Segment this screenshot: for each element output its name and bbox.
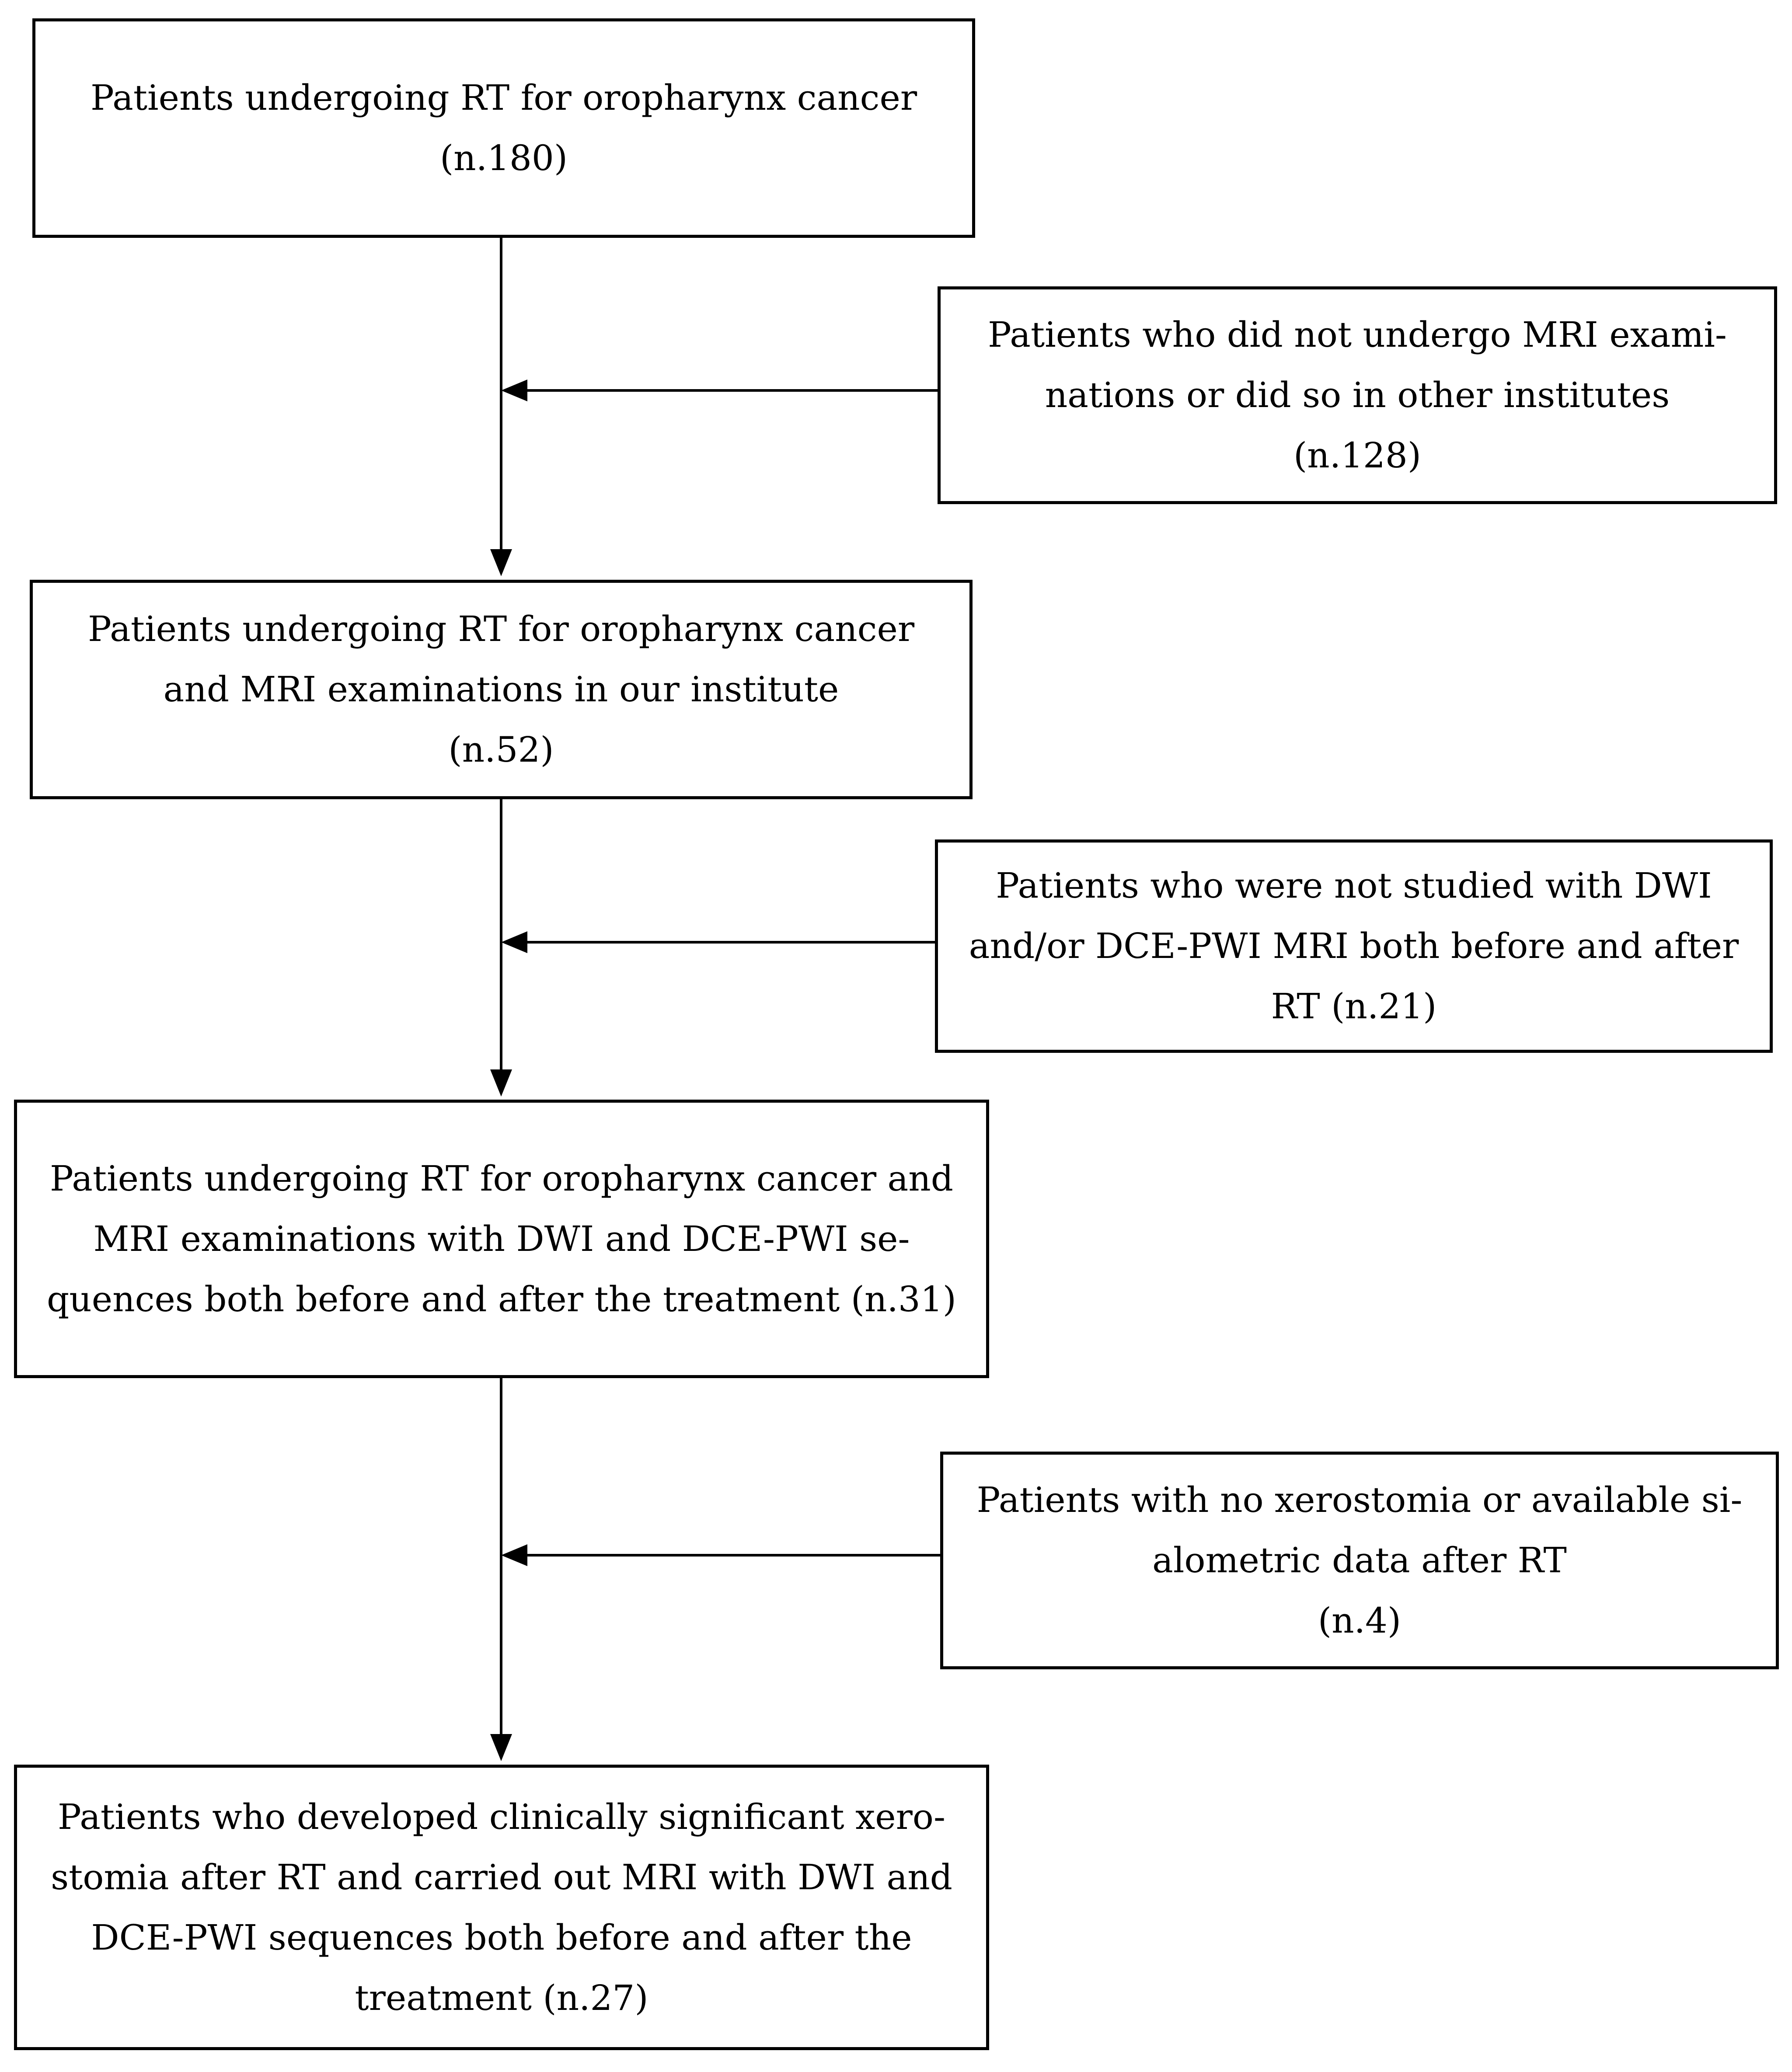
- exclusion-box-1-line-2: nations or did so in other institutes: [1045, 375, 1670, 415]
- main-box-2-line-2: and MRI examinations in our institute: [163, 669, 839, 710]
- main-box-4: Patients who developed clinically signif…: [14, 1765, 989, 2050]
- main-box-1-line-1: Patients undergoing RT for oropharynx ca…: [90, 77, 917, 118]
- main-box-1: Patients undergoing RT for oropharynx ca…: [32, 18, 975, 238]
- exclusion-arrow-left-2: [501, 931, 527, 953]
- flow-arrow-down-3: [490, 1734, 512, 1761]
- exclusion-box-1-line-1: Patients who did not undergo MRI exami-: [988, 314, 1727, 355]
- main-box-3: Patients undergoing RT for oropharynx ca…: [14, 1100, 989, 1378]
- main-box-4-line-1: Patients who developed clinically signif…: [58, 1796, 945, 1837]
- exclusion-box-3: Patients with no xerostomia or available…: [940, 1452, 1779, 1669]
- exclusion-box-2-line-1: Patients who were not studied with DWI: [996, 865, 1712, 906]
- exclusion-box-3-line-2: alometric data after RT: [1152, 1540, 1567, 1581]
- main-box-2: Patients undergoing RT for oropharynx ca…: [30, 580, 973, 799]
- exclusion-box-1: Patients who did not undergo MRI exami- …: [938, 286, 1777, 504]
- exclusion-box-2-line-3: RT (n.21): [1271, 986, 1437, 1027]
- main-box-1-line-2: (n.180): [439, 138, 568, 178]
- main-box-4-line-4: treatment (n.27): [355, 1977, 648, 2018]
- exclusion-box-2: Patients who were not studied with DWI a…: [935, 839, 1773, 1053]
- exclusion-box-3-line-3: (n.4): [1318, 1600, 1402, 1641]
- flow-arrow-down-1: [490, 549, 512, 576]
- flow-arrow-down-2: [490, 1069, 512, 1097]
- main-box-3-line-1: Patients undergoing RT for oropharynx ca…: [50, 1158, 953, 1199]
- main-box-3-line-2: MRI examinations with DWI and DCE-PWI se…: [93, 1218, 910, 1259]
- main-box-4-line-2: stomia after RT and carried out MRI with…: [51, 1856, 952, 1898]
- exclusion-box-2-line-2: and/or DCE-PWI MRI both before and after: [969, 926, 1739, 966]
- exclusion-arrow-left-1: [501, 380, 527, 401]
- main-box-2-line-3: (n.52): [448, 729, 554, 770]
- main-box-3-line-3: quences both before and after the treatm…: [47, 1278, 956, 1320]
- main-box-4-line-3: DCE-PWI sequences both before and after …: [91, 1917, 912, 1958]
- exclusion-arrow-left-3: [501, 1544, 527, 1566]
- exclusion-box-3-line-1: Patients with no xerostomia or available…: [976, 1480, 1743, 1520]
- main-box-2-line-1: Patients undergoing RT for oropharynx ca…: [87, 609, 915, 649]
- exclusion-box-1-line-3: (n.128): [1293, 435, 1422, 476]
